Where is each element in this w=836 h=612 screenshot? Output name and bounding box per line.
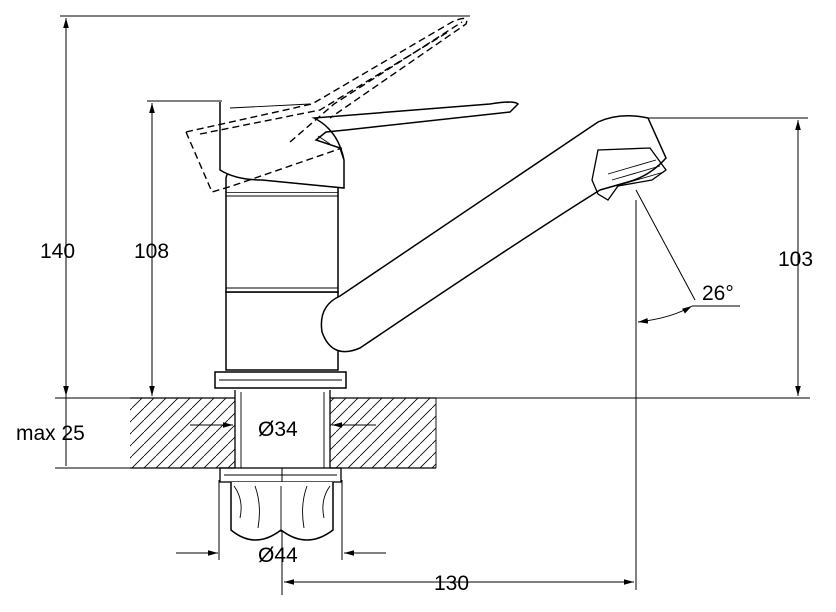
lever-handle xyxy=(219,101,520,189)
faucet-body xyxy=(214,165,347,389)
mounting-nut xyxy=(219,467,342,541)
dimension-label-nut-diameter: Ø44 xyxy=(258,544,298,567)
lever-raised-dashed xyxy=(185,17,468,193)
dimension-lines xyxy=(63,18,801,585)
dimension-label-spout-reach: 130 xyxy=(434,572,469,595)
dimension-label-shank-diameter: Ø34 xyxy=(258,418,298,441)
dimension-label-spout-angle: 26° xyxy=(702,282,734,305)
dimension-label-deck-thickness: max 25 xyxy=(16,422,85,445)
dimension-label-spout-height: 103 xyxy=(778,248,813,271)
faucet-shank xyxy=(234,390,331,468)
dimension-label-total-height: 140 xyxy=(40,240,75,263)
faucet-spout xyxy=(320,115,667,353)
dimension-label-body-height: 108 xyxy=(134,240,169,263)
countertop-section xyxy=(130,397,437,469)
